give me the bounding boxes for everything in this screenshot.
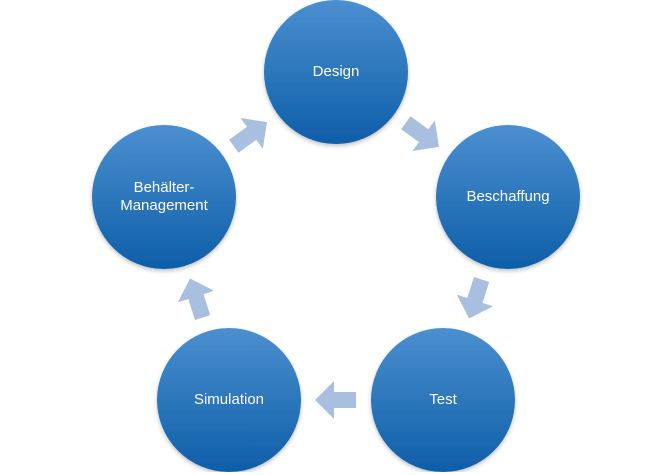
node-circle-behaelter <box>92 125 236 269</box>
node-circle-simulation <box>157 328 301 472</box>
flow-arrow-design-to-beschaffung <box>401 116 439 152</box>
node-circle-beschaffung <box>436 125 580 269</box>
node-circle-design <box>264 0 408 144</box>
process-nodes <box>92 0 580 472</box>
flow-arrow-beschaffung-to-test <box>456 277 493 319</box>
flow-arrows <box>177 116 493 419</box>
flow-arrow-behaelter-to-design <box>229 117 267 153</box>
node-circle-test <box>371 328 515 472</box>
flow-arrow-simulation-to-behaelter <box>177 278 214 320</box>
flow-arrow-test-to-simulation <box>315 381 356 419</box>
